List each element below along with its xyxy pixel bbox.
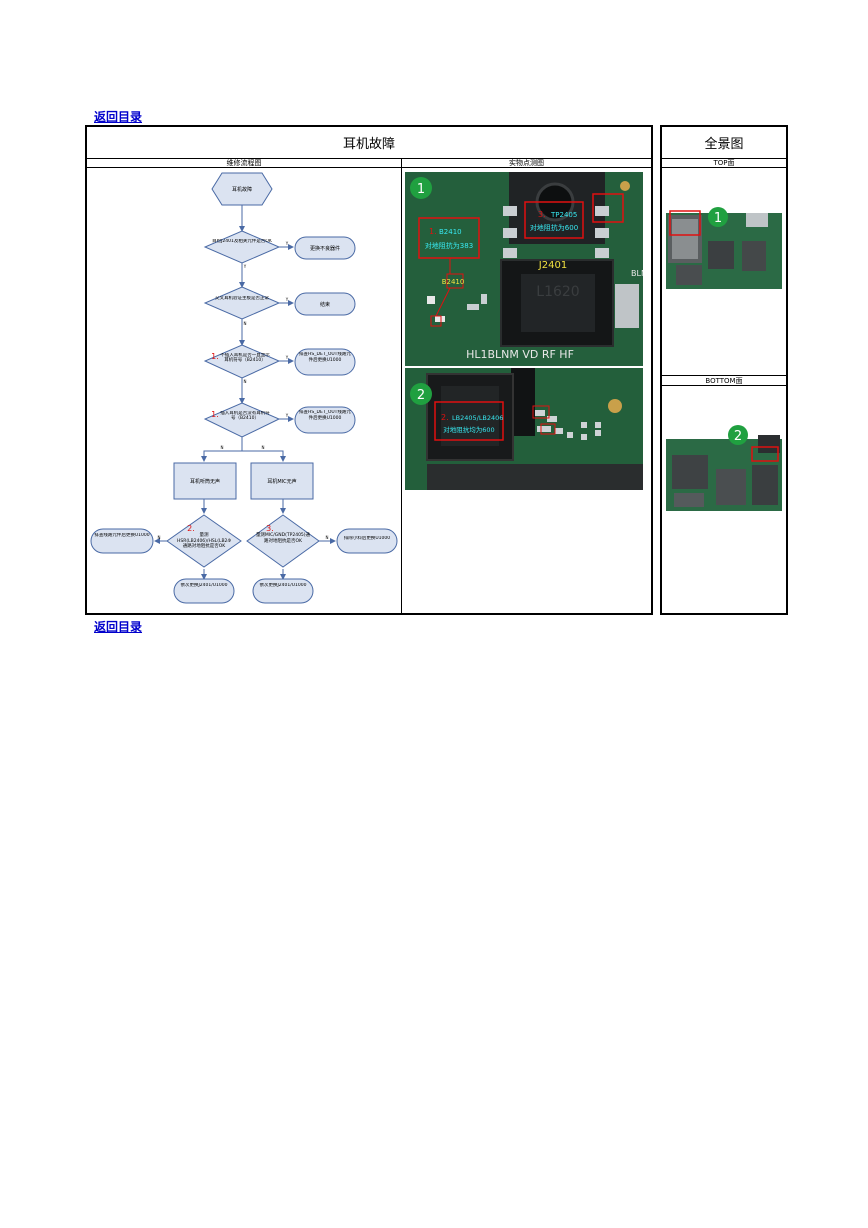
flow-e1-text: 依次更换J2401/U1000: [180, 583, 228, 588]
flow-q2-text: 交叉耳机验证主板是否正常: [215, 296, 269, 301]
photo2-label-val: 对地阻抗均为600: [443, 425, 494, 434]
pcb-photo-1: 1 1. B2410 对地阻抗为383 3. TP2405 对地阻抗为600 J…: [405, 172, 643, 366]
photo2-badge: 2: [417, 388, 425, 403]
fault-title: 耳机故障: [87, 127, 651, 159]
photo1-badge: 1: [417, 182, 425, 197]
flow-n-6: N: [326, 535, 329, 540]
flow-q6-text: 量测MIC/GND(TP2405)通路对地阻抗是否OK: [255, 533, 311, 544]
back-to-contents-link[interactable]: 返回目录: [94, 110, 143, 124]
repair-flowchart: 耳机故障 目检J2401及相关元件是否OK 更换不良器件 交叉耳机验证主板是否正…: [90, 172, 398, 604]
flow-q3-text: 不插入耳机是否一直显示耳机符号（B2410）: [220, 353, 270, 363]
board-top-view: 1: [666, 207, 782, 289]
flow-n-2: N: [244, 379, 247, 384]
flow-q3-num: 1.: [211, 352, 219, 361]
flow-action-4: [294, 406, 356, 434]
flow-q4-num: 1.: [211, 410, 219, 419]
flow-b2-text: 耳机MIC无声: [267, 478, 296, 485]
photo1-label3-num: 3.: [538, 210, 546, 219]
flow-q6-num: 3.: [266, 524, 274, 533]
column-divider: [401, 158, 402, 613]
flow-b1-text: 耳机听筒无声: [190, 478, 220, 485]
flow-action-5: [90, 528, 154, 554]
flow-a6-text: 排除小料后更换U1000: [343, 536, 391, 541]
measure-photo-2: 2 2. LB2405/LB2406 对地阻抗均为600: [405, 368, 643, 490]
overview-badge-top: 1: [714, 211, 722, 226]
photo2-label-name: LB2405/LB2406: [452, 414, 503, 422]
flow-n-1: N: [244, 321, 247, 326]
flow-decision-6: [246, 514, 320, 568]
bottom-side-label: BOTTOM面: [662, 375, 786, 386]
flow-q5-num: 2.: [187, 524, 195, 533]
flow-a4-text: 排查HS_DET_OUT线路元件后更换U1000: [299, 410, 351, 421]
overview-badge-bottom: 2: [734, 429, 742, 444]
pcb-photo-2: 2 2. LB2405/LB2406 对地阻抗均为600: [405, 368, 643, 490]
flow-action-6: [336, 528, 398, 554]
photo1-label1-name: B2410: [439, 228, 462, 236]
flow-branch-mic: [250, 462, 314, 500]
photo1-label1-val: 对地阻抗为383: [425, 241, 473, 250]
photo2-label-num: 2.: [441, 413, 449, 422]
photo1-label3-name: TP2405: [550, 211, 577, 219]
flow-action-1: [294, 236, 356, 260]
flow-branch-earpiece: [173, 462, 237, 500]
photo1-silkscreen: HL1BLNM VD RF HF: [466, 348, 574, 361]
flow-final-2: [252, 578, 314, 604]
flow-n-5: N: [158, 535, 161, 540]
flow-start-node: [211, 172, 273, 206]
flow-n-4: N: [262, 445, 265, 450]
flow-q5-text: 量测HSR(LB2406)/HSL(LB2405)通路对地阻抗是否OK: [177, 533, 231, 549]
flowchart-header: 维修流程图: [87, 158, 401, 168]
measure-photo-1: 1 1. B2410 对地阻抗为383 3. TP2405 对地阻抗为600 J…: [405, 172, 643, 366]
board-bottom-view: 2: [666, 425, 782, 511]
measure-header: 实物点测图: [402, 158, 651, 168]
flow-a1-text: 更换不良器件: [310, 245, 340, 252]
flow-decision-1: [203, 230, 281, 264]
flow-y-3: Y: [285, 355, 289, 360]
flow-q4-text: 插入耳机是否没有耳机符号（B2410）: [220, 411, 270, 421]
flow-y-5: Y: [243, 264, 247, 269]
photo1-label3-val: 对地阻抗为600: [530, 223, 578, 232]
flow-q1-text: 目检J2401及相关元件是否OK: [212, 239, 272, 244]
flow-decision-2: [203, 286, 281, 320]
photo1-label1-num: 1.: [429, 227, 437, 236]
flow-n-3: N: [221, 445, 224, 450]
flow-a5-text: 排查线路元件后更换U1000: [94, 533, 150, 538]
top-side-label: TOP面: [662, 158, 786, 168]
flow-decision-5: [166, 514, 242, 568]
flow-y-2: Y: [285, 297, 289, 302]
flow-end-node: [294, 292, 356, 316]
flow-a3-text: 排查HS_DET_OUT线路元件后更换U1000: [299, 352, 351, 363]
flow-action-3: [294, 348, 356, 376]
overview-title: 全景图: [662, 127, 786, 159]
flow-final-1: [173, 578, 235, 604]
photo1-part2-label: B2410: [442, 278, 465, 286]
photo1-edge-text: BLN: [631, 269, 643, 278]
flow-start-text: 耳机故障: [232, 186, 252, 193]
overview-panel: 全景图 TOP面 BOTTOM面 1 2: [660, 125, 788, 615]
flow-e2-text: 依次更换J2401/U1000: [259, 583, 307, 588]
photo1-part-label: J2401: [538, 260, 567, 271]
flow-y-4: Y: [285, 413, 289, 418]
flow-decision-4: [203, 402, 281, 438]
main-panel: 耳机故障 维修流程图 实物点测图: [85, 125, 653, 615]
flow-a2-text: 结束: [320, 301, 330, 308]
back-to-contents-link-bottom[interactable]: 返回目录: [94, 620, 143, 634]
flow-y-1: Y: [285, 241, 289, 246]
photo1-chip-label: L1620: [536, 284, 579, 300]
flow-decision-3: [203, 344, 281, 379]
